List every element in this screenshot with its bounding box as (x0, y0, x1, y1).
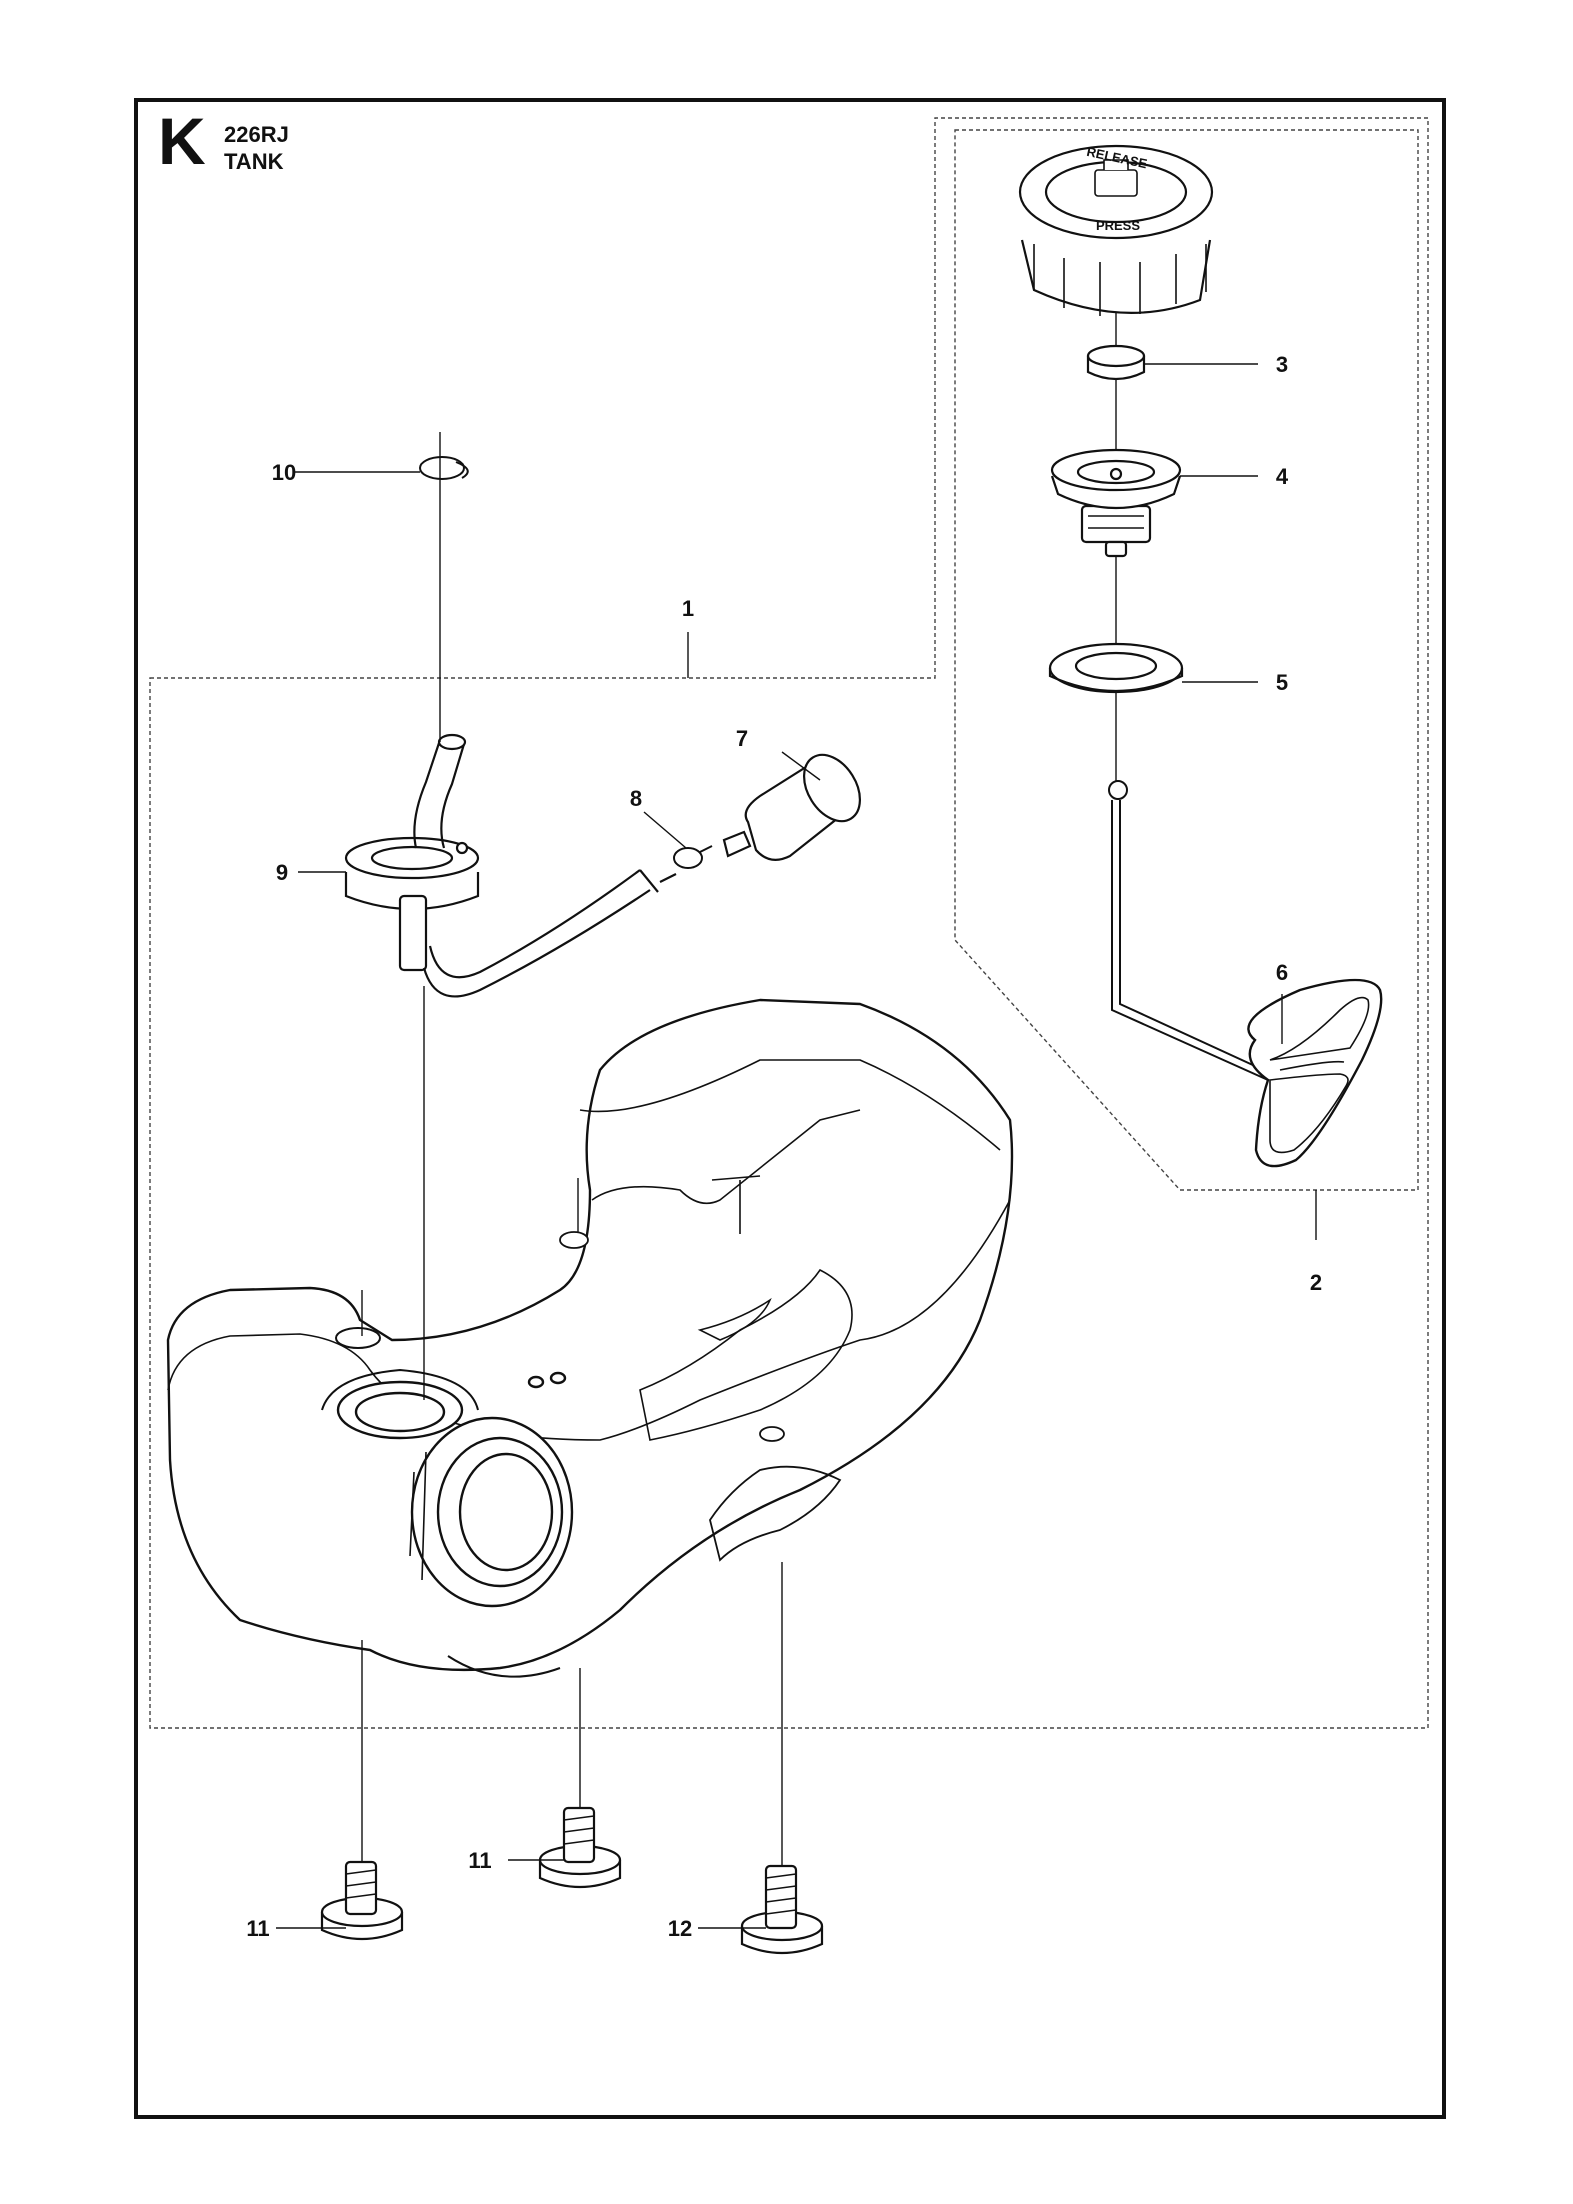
part-4-cap-insert (1050, 448, 1182, 558)
diagram-title: TANK (224, 149, 284, 174)
callout-3: 3 (1276, 352, 1288, 377)
callout-4: 4 (1276, 464, 1289, 489)
group-2-boundary (954, 129, 1419, 1191)
part-10-clip (419, 456, 469, 480)
callout-11-middle: 11 (468, 1848, 491, 1873)
fuel-cap: RELEASE PRESS (1018, 144, 1214, 316)
callout-5: 5 (1276, 670, 1288, 695)
callout-2: 2 (1310, 1270, 1322, 1295)
fuel-tank-body (166, 998, 1014, 1678)
part-6-strap (1108, 780, 1383, 1168)
part-9-grommet (344, 836, 480, 972)
fuel-hose (413, 733, 677, 998)
callout-1: 1 (682, 596, 694, 621)
model-name: 226RJ (224, 122, 289, 147)
part-12-screw (740, 1864, 824, 1955)
callout-7: 7 (736, 726, 748, 751)
part-11-screw-left (320, 1860, 404, 1941)
part-11-screw-middle (538, 1806, 622, 1889)
callout-12: 12 (668, 1916, 692, 1941)
assembly-lines (361, 432, 783, 1866)
callout-11-left: 11 (246, 1916, 269, 1941)
cap-press-text: PRESS (1096, 218, 1140, 233)
callout-8: 8 (630, 786, 642, 811)
part-7-fuel-filter (722, 753, 861, 861)
callout-6: 6 (1276, 960, 1288, 985)
part-8-hose-clamp (673, 845, 713, 869)
outer-frame (134, 98, 1446, 2119)
part-3-plug (1086, 344, 1146, 381)
section-letter: K (158, 104, 206, 178)
callout-leaders (276, 363, 1317, 1929)
group-1-boundary (149, 117, 1429, 1729)
callout-9: 9 (276, 860, 288, 885)
callout-10: 10 (272, 460, 296, 485)
part-5-gasket (1048, 642, 1184, 694)
